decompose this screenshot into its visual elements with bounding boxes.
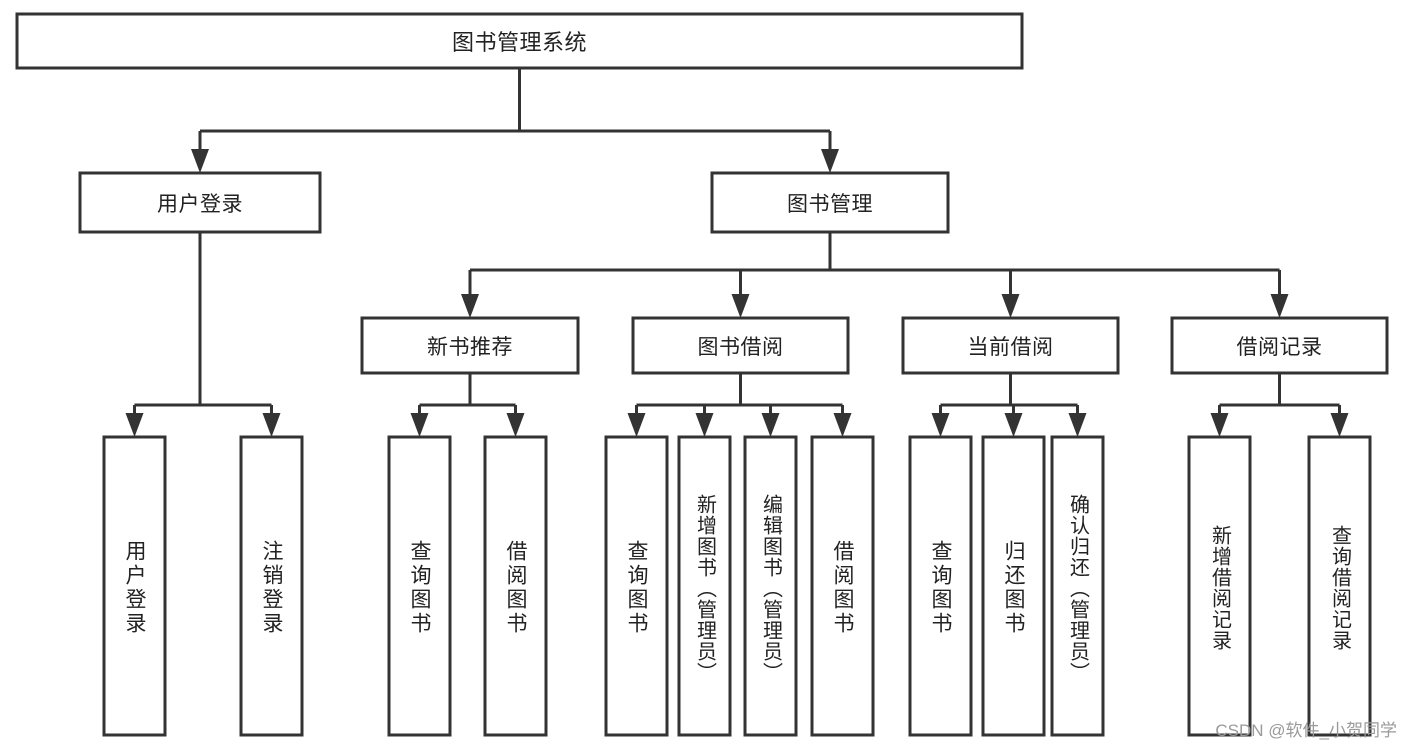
arrow-head-icon-book-borrow: [731, 294, 750, 318]
arrow-head-icon-book-manage: [821, 149, 839, 173]
node-box-leaf-add-book-admin: [677, 435, 732, 737]
arrow-head-icon-current-borrow: [1001, 294, 1020, 318]
arrow-head-icon-leaf-query-book-rec: [410, 413, 429, 437]
watermark-text: CSDN @软件_小贺同学: [1215, 721, 1397, 740]
node-box-leaf-user-login: [102, 435, 167, 737]
node-box-book-borrow: [631, 316, 850, 375]
arrow-head-icon-leaf-query-book-borrow: [627, 413, 646, 437]
arrow-head-icon-leaf-user-logout: [262, 413, 281, 437]
arrow-head-icon-leaf-add-borrow-record: [1210, 413, 1229, 437]
node-box-leaf-edit-book-admin: [743, 435, 798, 737]
arrow-head-icon-leaf-borrow-book-rec: [506, 413, 525, 437]
arrow-head-icon-borrow-record: [1270, 294, 1289, 318]
node-box-leaf-query-borrow-record: [1307, 435, 1372, 737]
node-box-borrow-record: [1170, 316, 1389, 375]
node-box-leaf-confirm-return-admin: [1050, 435, 1105, 737]
node-box-leaf-query-book-rec: [387, 435, 452, 737]
connectors-layer: [125, 68, 1349, 437]
arrow-head-icon-leaf-add-book-admin: [695, 413, 714, 437]
arrow-head-icon-leaf-query-book-cur: [931, 413, 950, 437]
node-box-user-login: [78, 171, 322, 234]
node-box-leaf-add-borrow-record: [1187, 435, 1252, 737]
arrow-head-icon-new-book-recommend: [461, 294, 479, 318]
node-box-leaf-user-logout: [239, 435, 304, 737]
node-box-leaf-borrow-book-rec: [483, 435, 548, 737]
arrow-head-icon-leaf-query-borrow-record: [1330, 413, 1349, 437]
arrow-head-icon-leaf-edit-book-admin: [761, 413, 780, 437]
node-box-leaf-query-book-cur: [908, 435, 973, 737]
arrow-head-icon-leaf-borrow-book: [833, 413, 852, 437]
node-box-new-book-recommend: [360, 316, 580, 375]
node-box-current-borrow: [901, 316, 1120, 375]
arrow-head-icon-leaf-return-book: [1004, 413, 1023, 437]
node-box-leaf-return-book: [981, 435, 1046, 737]
node-box-leaf-query-book-borrow: [604, 435, 669, 737]
node-box-book-manage: [710, 171, 950, 234]
node-box-leaf-borrow-book: [810, 435, 875, 737]
node-box-root: [15, 12, 1024, 70]
arrow-head-icon-leaf-user-login: [125, 413, 144, 437]
node-boxes-layer: [15, 12, 1389, 737]
arrow-head-icon-user-login: [191, 149, 209, 173]
arrow-head-icon-leaf-confirm-return-admin: [1068, 413, 1087, 437]
